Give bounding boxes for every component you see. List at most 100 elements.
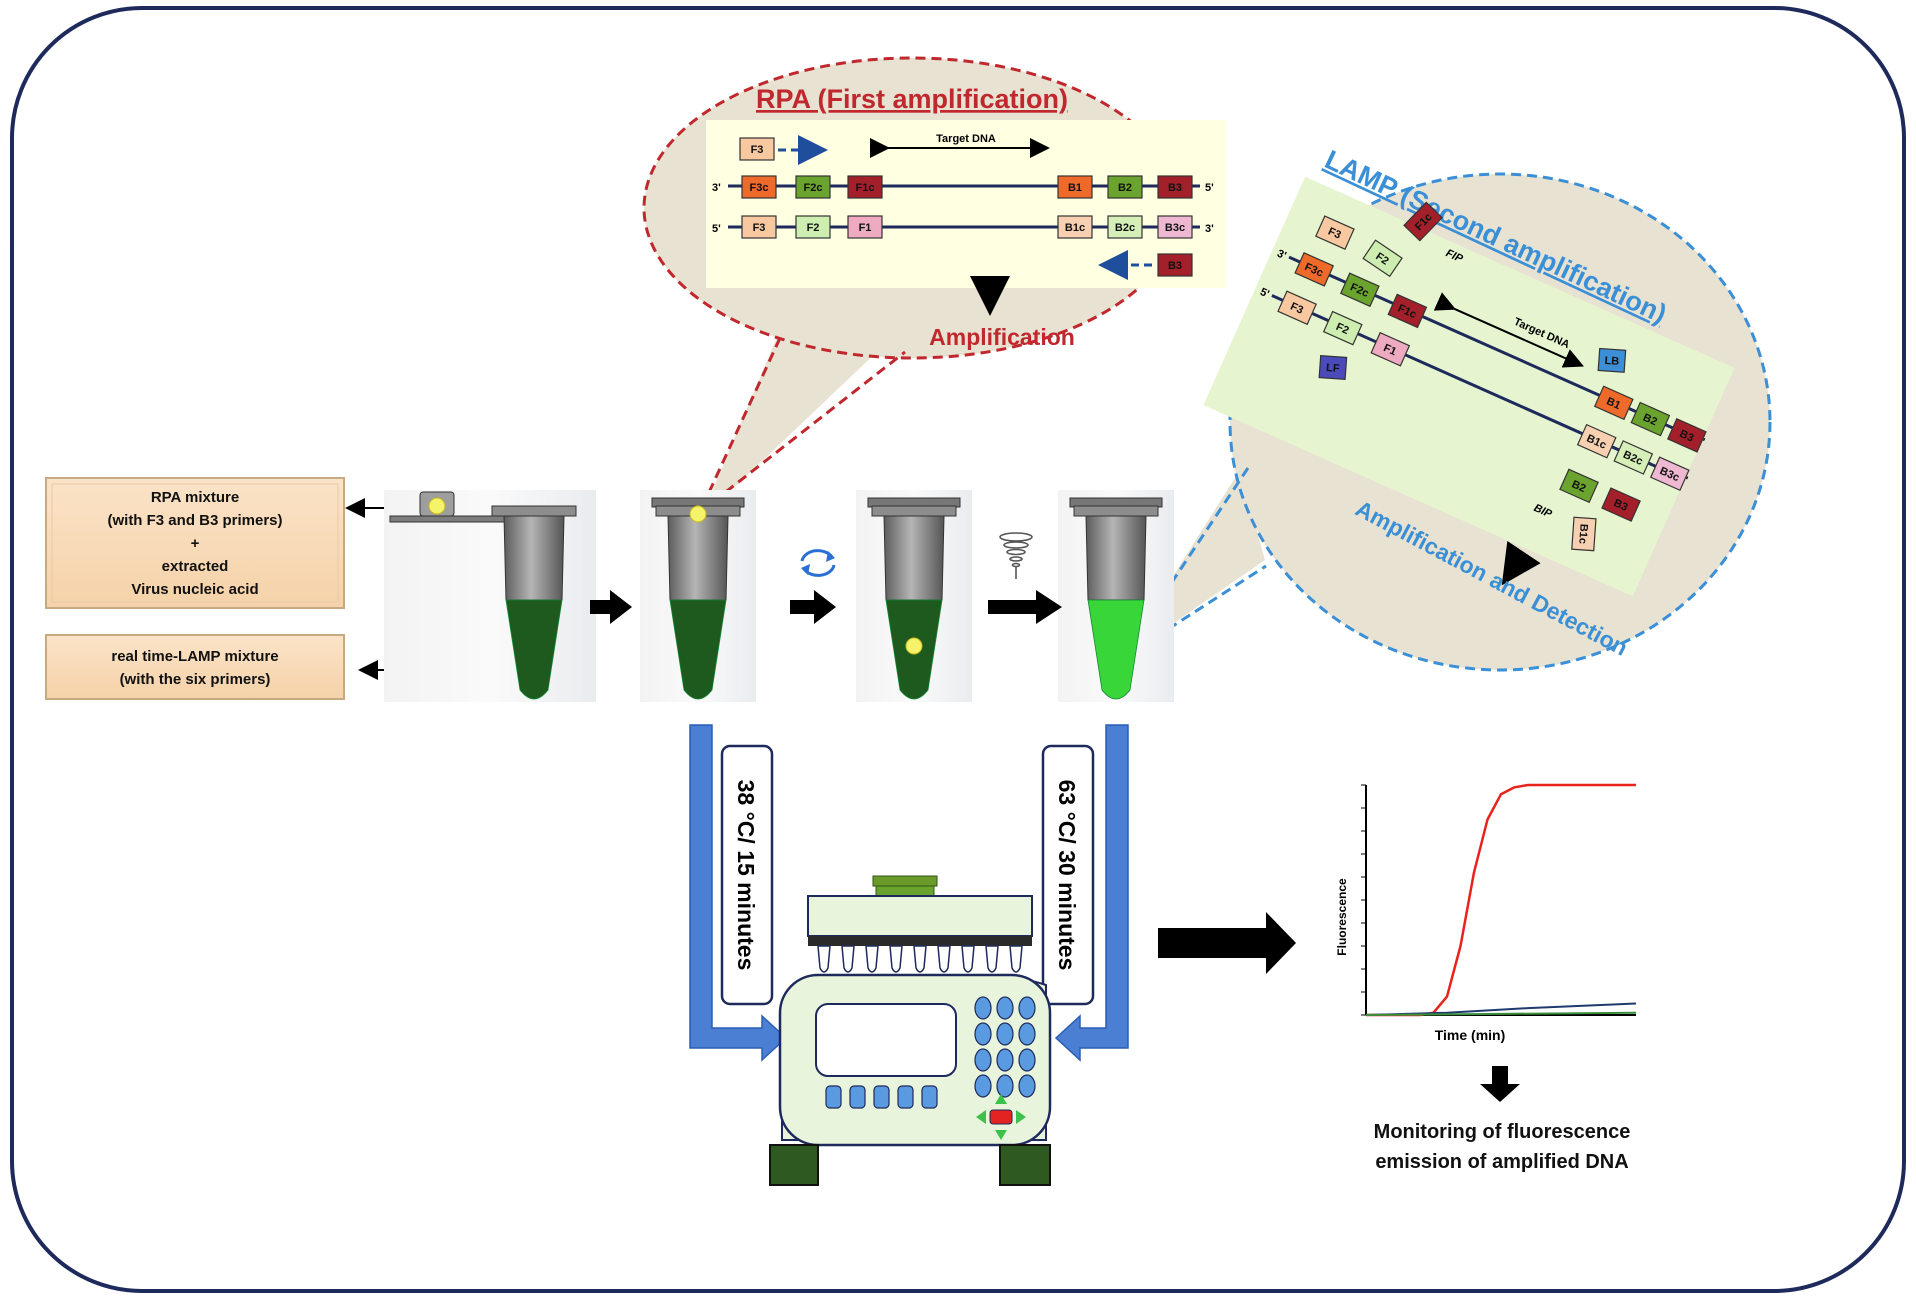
nav-pad	[976, 1094, 1026, 1140]
block-label: B3	[1612, 497, 1630, 514]
block-label: B2	[1641, 412, 1659, 429]
tube-body	[1085, 515, 1147, 601]
lamp-condition-text: 63 °C/ 30 minutes	[1054, 780, 1080, 971]
block-label: B3	[1168, 260, 1182, 272]
rpa-bottom-5prime: 5'	[712, 223, 721, 235]
block-b1: B1	[1057, 175, 1093, 199]
fluorescence-chart: Fluorescence Time (min)	[1335, 783, 1637, 1043]
block-f2c: F2c	[1339, 272, 1380, 308]
rpa-bubble-tail	[700, 330, 900, 520]
box-line: Virus nucleic acid	[131, 581, 258, 598]
tube-4	[1058, 490, 1174, 702]
rpa-outcome: Amplification	[929, 324, 1075, 350]
block-f3: F3	[739, 137, 775, 161]
keypad-key	[996, 1048, 1014, 1072]
block-b1c: B1c	[1571, 516, 1597, 552]
block-label: B1c	[1576, 523, 1589, 544]
rpa-top-5prime: 5'	[1205, 182, 1214, 194]
block-label: B3	[1678, 428, 1696, 445]
thermocycler-well	[985, 945, 999, 973]
box-line: (with F3 and B3 primers)	[107, 512, 282, 529]
thermocycler-foot-left	[769, 1144, 819, 1186]
block-label: LF	[1326, 362, 1341, 375]
block-label: B1c	[1065, 222, 1085, 234]
sample-droplet	[689, 505, 707, 523]
result-arrow-shaft	[1158, 928, 1268, 958]
box-line: (with the six primers)	[120, 671, 271, 688]
box-line: real time-LAMP mixture	[111, 648, 278, 665]
thermocycler-well	[865, 945, 879, 973]
tube-rim	[491, 505, 577, 517]
rpa-bubble: RPA (First amplification) Target DNA F3 …	[642, 56, 1226, 520]
rpa-top-3prime: 3'	[712, 182, 721, 194]
chart-xlabel: Time (min)	[1435, 1027, 1506, 1043]
thermocycler-block	[808, 936, 1032, 946]
block-f1: F1	[847, 215, 883, 239]
block-f2: F2	[795, 215, 831, 239]
step-arrow-3-head	[1036, 590, 1062, 624]
sample-droplet	[905, 637, 923, 655]
block-b1c: B1c	[1057, 215, 1093, 239]
keypad-key	[996, 1022, 1014, 1046]
rpa-mixture-box: RPA mixture(with F3 and B3 primers)+extr…	[45, 477, 345, 609]
block-b3c: B3c	[1157, 215, 1193, 239]
thermocycler-well	[937, 945, 951, 973]
thermocycler-well	[841, 945, 855, 973]
block-f1: F1	[1370, 331, 1411, 367]
nav-right-icon	[1016, 1110, 1026, 1124]
chart-series-1-line	[1366, 783, 1636, 1017]
keypad-key	[974, 996, 992, 1020]
lamp-diagram-panel	[1203, 176, 1735, 597]
thermocycler-button	[873, 1085, 890, 1109]
keypad-key	[996, 1074, 1014, 1098]
thermocycler-well	[889, 945, 903, 973]
block-f2: F2	[1322, 310, 1363, 346]
tube-body	[667, 515, 729, 601]
tube-2	[640, 490, 756, 702]
chart-down-arrow-head	[1480, 1084, 1520, 1102]
block-b2c: B2c	[1107, 215, 1143, 239]
block-b1c: B1c	[1576, 423, 1617, 459]
lamp-down-arrow	[1501, 540, 1541, 586]
block-b2: B2	[1559, 468, 1599, 504]
thermocycler-button	[849, 1085, 866, 1109]
block-label: F2	[807, 222, 820, 234]
keypad-key	[974, 1048, 992, 1072]
block-label: F1	[859, 222, 872, 234]
tube-body	[883, 515, 945, 601]
box-line: +	[191, 535, 200, 552]
tube-rim	[871, 505, 957, 517]
step-arrow-2-head	[814, 590, 836, 624]
tube-liquid	[669, 599, 727, 700]
lamp-incubation-arrow	[1054, 724, 1129, 1062]
block-f3: F3	[741, 215, 777, 239]
block-label: B2c	[1115, 222, 1135, 234]
lamp-target-arrow	[1433, 292, 1584, 368]
block-label: LB	[1604, 355, 1620, 368]
nav-up-icon	[995, 1094, 1007, 1104]
rpa-bottom-3prime: 3'	[1205, 223, 1214, 235]
block-f3c: F3c	[741, 175, 777, 199]
lamp-bubble: LAMP (Second amplification) FIP Target D…	[1118, 144, 1772, 672]
block-label: F2	[1373, 251, 1390, 268]
step-arrow-1-shaft	[590, 600, 612, 614]
block-label: B1	[1068, 182, 1082, 194]
thermocycler-button	[897, 1085, 914, 1109]
step-arrow-2-shaft	[790, 600, 816, 614]
nav-pad-center	[989, 1109, 1013, 1125]
block-label: F3	[1326, 225, 1343, 241]
tube-rim	[1073, 505, 1159, 517]
thermocycler-lid-top	[872, 875, 938, 887]
block-f1c: F1c	[1387, 293, 1428, 329]
keypad-key	[996, 996, 1014, 1020]
thermocycler-well	[961, 945, 975, 973]
thermocycler-well	[913, 945, 927, 973]
block-label: F3	[1288, 301, 1305, 317]
block-label: B3c	[1165, 222, 1185, 234]
keypad-key	[1018, 996, 1036, 1020]
keypad-key	[1018, 1074, 1036, 1098]
invert-mix-icon	[800, 549, 836, 577]
tube-3	[856, 490, 972, 702]
nav-left-icon	[976, 1110, 986, 1124]
keypad-key	[1018, 1022, 1036, 1046]
